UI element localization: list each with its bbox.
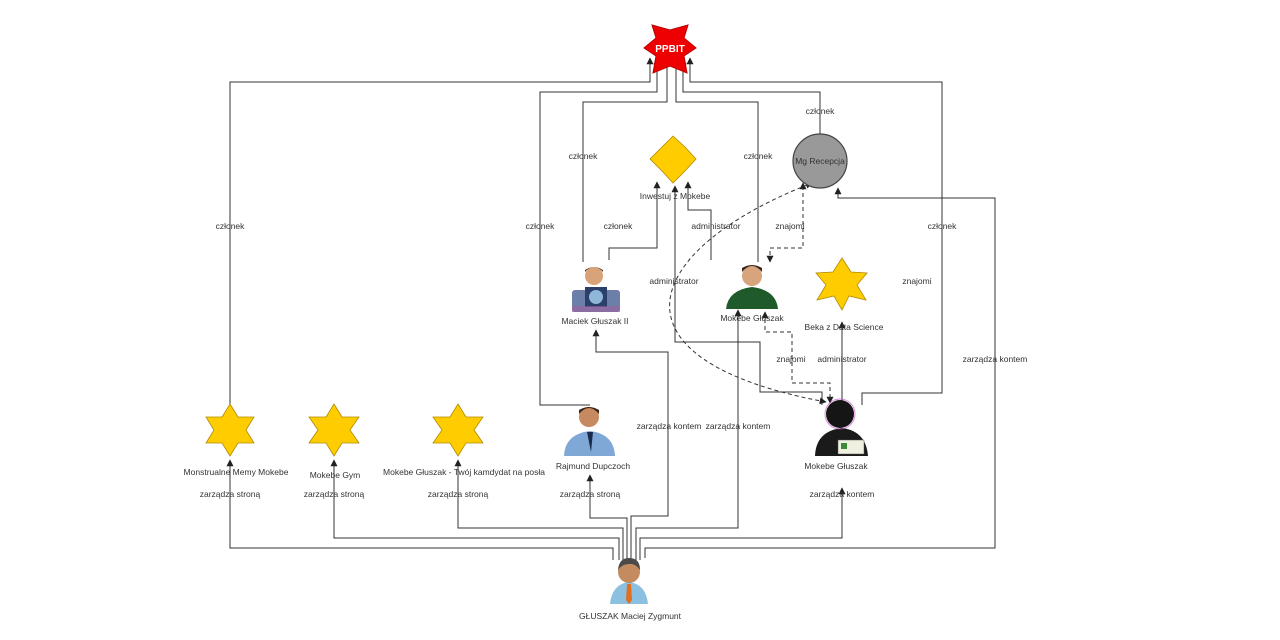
edge-maciek-inwestuj[interactable] [608,181,661,260]
node-gym[interactable]: Mokebe Gym [308,403,361,480]
edge-mokebe-top-mgrecepcja[interactable] [766,182,807,263]
star-icon [432,403,484,457]
edge-labels: członek członek członek członek członek … [200,106,1028,499]
edge-label: administrator [691,221,740,231]
edge-label: członek [604,221,634,231]
person-photo-icon [564,407,615,456]
star-icon [205,403,255,457]
edge-mokebe-top-bottom[interactable] [761,311,834,404]
edge-gluszak-maciek[interactable] [592,329,669,560]
edge-label: znajomi [775,221,804,231]
node-label: Rajmund Dupczoch [556,461,630,471]
node-label: Mokebe Głuszak [720,313,784,323]
edge-mgrecepcja-ppbit[interactable] [679,57,821,135]
edge-gluszak-gym[interactable] [330,459,620,560]
person-photo-icon [572,267,620,312]
node-label: Mg Recepcja [795,156,845,166]
edge-mokebe-bottom-ppbit[interactable] [686,57,943,405]
edge-gluszak-mokebe-bottom[interactable] [639,487,846,560]
edges [226,57,996,560]
edge-label: członek [744,151,774,161]
node-label: Mokebe Głuszak [804,461,868,471]
node-monstrualne[interactable]: Monstrualne Memy Mokebe [184,403,289,477]
edge-label: zarządza stroną [200,489,261,499]
person-photo-icon [726,265,778,309]
edge-label: znajomi [902,276,931,286]
edge-label: członek [216,221,246,231]
node-ppbit[interactable]: PPBIT [643,24,697,74]
edge-label: członek [806,106,836,116]
circle-icon [792,133,848,189]
edge-mokebe-bottom-mgrecepcja[interactable] [669,182,827,405]
star-icon [308,403,360,457]
edge-gluszak-monstrualne[interactable] [226,459,614,560]
edge-label: zarządza stroną [560,489,621,499]
edge-gluszak-kandydat[interactable] [454,459,624,560]
edge-label: członek [526,221,556,231]
edge-label: zarządza kontem [706,421,771,431]
node-label: Mokebe Gym [310,470,361,480]
edge-label: zarządza kontem [637,421,702,431]
edge-label: członek [569,151,599,161]
edge-maciek-ppbit[interactable] [582,57,671,262]
node-label: PPBIT [655,44,684,55]
edge-gluszak-mokebe-top[interactable] [635,309,742,560]
badge-star-icon [643,24,697,74]
node-mokebe-gluszak-top[interactable]: Mokebe Głuszak [720,265,784,323]
user-avatar-icon [610,558,648,604]
edge-mokebe-top-inwestuj[interactable] [684,181,712,260]
node-mokebe-gluszak-bottom[interactable]: Mokebe Głuszak [804,398,868,471]
node-label: GŁUSZAK Maciej Zygmunt [579,611,682,621]
node-rajmund[interactable]: Rajmund Dupczoch [556,407,630,471]
person-photo-icon [815,398,868,456]
edge-mokebe-top-ppbit[interactable] [672,57,759,262]
edge-label: znajomi [776,354,805,364]
edge-monstrualne-ppbit[interactable] [229,57,654,405]
node-maciek[interactable]: Maciek Głuszak II [561,267,629,326]
edge-label: członek [928,221,958,231]
node-label: Mokebe Głuszak - Twój kamdydat na posła [383,467,545,477]
node-kandydat[interactable]: Mokebe Głuszak - Twój kamdydat na posła [383,403,545,477]
edge-label: administrator [649,276,698,286]
node-label: Maciek Głuszak II [561,316,628,326]
edge-label: zarządza kontem [963,354,1028,364]
edge-label: zarządza stroną [304,489,365,499]
node-mg-recepcja[interactable]: Mg Recepcja [792,133,848,189]
edge-rajmund-ppbit[interactable] [539,57,661,406]
node-label: Inwestuj z Mokebe [640,191,711,201]
node-label: Beka z Data Science [805,322,884,332]
node-gluszak-maciej[interactable]: GŁUSZAK Maciej Zygmunt [579,558,682,621]
star-icon [815,257,868,311]
edge-gluszak-rajmund[interactable] [586,474,628,560]
star-icon [649,135,697,184]
edge-label: administrator [817,354,866,364]
node-inwestuj[interactable]: Inwestuj z Mokebe [640,135,711,201]
node-label: Monstrualne Memy Mokebe [184,467,289,477]
edge-label: zarządza stroną [428,489,489,499]
edge-label: zarządza kontem [810,489,875,499]
node-beka[interactable]: Beka z Data Science [805,257,884,332]
edge-gluszak-mgrecepcja[interactable] [644,187,996,558]
